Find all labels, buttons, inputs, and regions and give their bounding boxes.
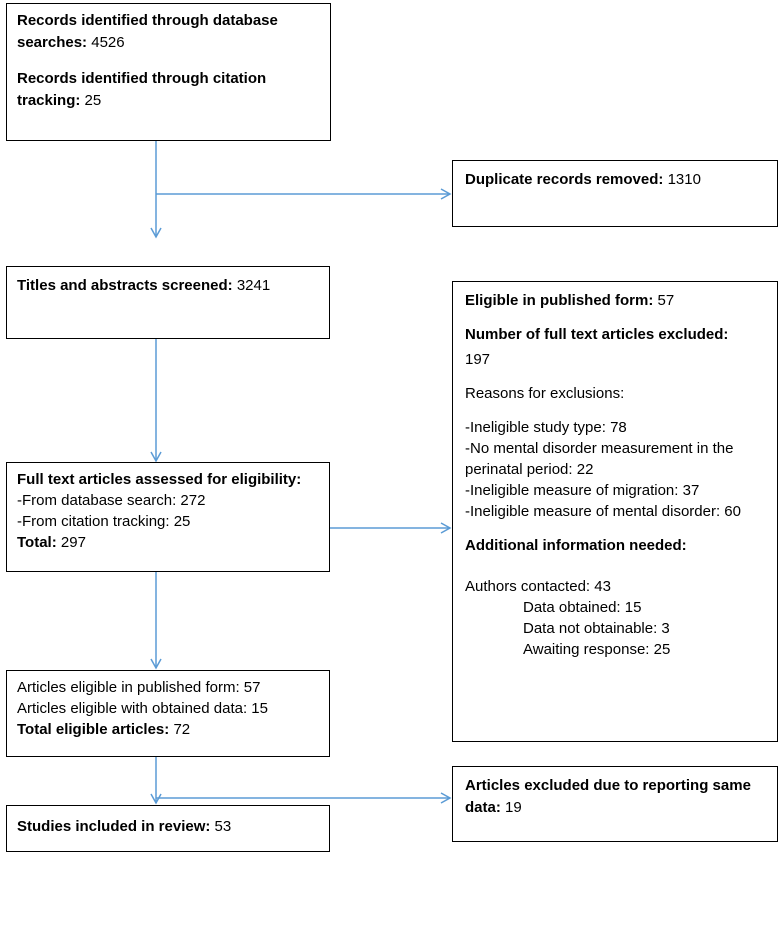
eligible-published-value: 57 xyxy=(657,292,675,309)
exclusions-box: Eligible in published form: 57 Number of… xyxy=(452,281,778,742)
data-obtained: Data obtained: 15 xyxy=(523,599,642,616)
data-not-obtainable: Data not obtainable: 3 xyxy=(523,620,670,637)
excluded-label: Number of full text articles excluded: xyxy=(465,326,729,343)
eligible-published: Articles eligible in published form: 57 xyxy=(17,679,261,696)
eligible-published-label: Eligible in published form: xyxy=(465,292,654,309)
fulltext-label: Full text articles assessed for eligibil… xyxy=(17,471,302,488)
eligible-obtained: Articles eligible with obtained data: 15 xyxy=(17,700,268,717)
included-value: 53 xyxy=(214,818,232,835)
eligible-total-label: Total eligible articles: xyxy=(17,721,170,738)
reason-item: -Ineligible study type: 78 xyxy=(465,419,627,436)
eligible-box: Articles eligible in published form: 57 … xyxy=(6,670,330,757)
fulltext-from-citation: -From citation tracking: 25 xyxy=(17,513,191,530)
reason-item: -Ineligible measure of mental disorder: … xyxy=(465,503,741,520)
citation-records-label: Records identified through citation trac… xyxy=(17,70,267,109)
authors-contacted: Authors contacted: 43 xyxy=(465,578,611,595)
same-data-value: 19 xyxy=(505,799,522,816)
duplicates-box: Duplicate records removed: 1310 xyxy=(452,160,778,227)
fulltext-total-label: Total: xyxy=(17,534,57,551)
fulltext-from-db: -From database search: 272 xyxy=(17,492,206,509)
included-box: Studies included in review: 53 xyxy=(6,805,330,852)
screened-label: Titles and abstracts screened: xyxy=(17,277,233,294)
duplicates-value: 1310 xyxy=(667,171,701,188)
db-records-label: Records identified through database sear… xyxy=(17,12,278,51)
duplicates-label: Duplicate records removed: xyxy=(465,171,664,188)
additional-heading: Additional information needed: xyxy=(465,537,687,554)
same-data-label: Articles excluded due to reporting same … xyxy=(465,777,751,816)
citation-records-value: 25 xyxy=(84,92,102,109)
screened-value: 3241 xyxy=(236,277,271,294)
reason-item: -Ineligible measure of migration: 37 xyxy=(465,482,700,499)
included-label: Studies included in review: xyxy=(17,818,211,835)
awaiting-response: Awaiting response: 25 xyxy=(523,641,671,658)
same-data-box: Articles excluded due to reporting same … xyxy=(452,766,778,842)
identification-box: Records identified through database sear… xyxy=(6,3,331,141)
db-records-value: 4526 xyxy=(91,34,125,51)
excluded-value: 197 xyxy=(465,351,491,368)
reasons-heading: Reasons for exclusions: xyxy=(465,385,625,402)
reason-item: -No mental disorder measurement in the p… xyxy=(465,440,734,478)
screened-box: Titles and abstracts screened: 3241 xyxy=(6,266,330,339)
fulltext-box: Full text articles assessed for eligibil… xyxy=(6,462,330,572)
fulltext-total-value: 297 xyxy=(60,534,86,551)
eligible-total-value: 72 xyxy=(173,721,191,738)
